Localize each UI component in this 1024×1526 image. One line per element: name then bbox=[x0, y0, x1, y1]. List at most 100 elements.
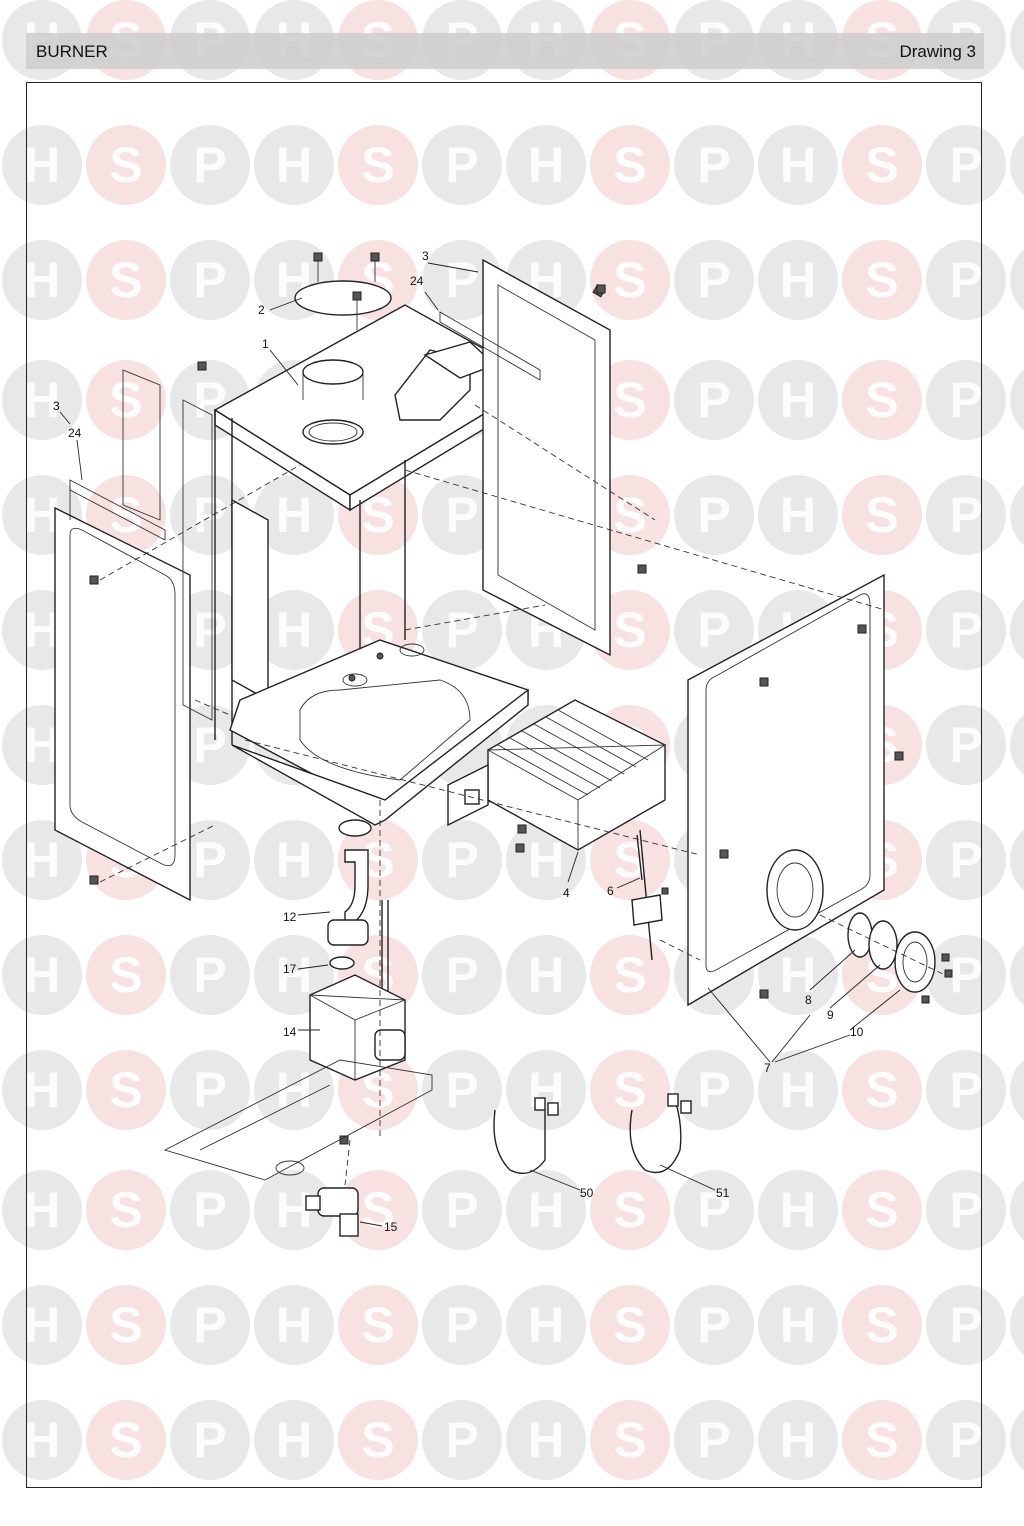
watermark-letter: H bbox=[24, 717, 60, 773]
watermark-circle bbox=[1010, 1294, 1024, 1356]
watermark-circle bbox=[926, 360, 1006, 440]
watermark-letter: P bbox=[445, 947, 478, 1003]
watermark-letter: P bbox=[697, 1062, 730, 1118]
watermark-circle bbox=[254, 125, 334, 205]
watermark-letter: P bbox=[193, 1182, 226, 1238]
callout-12: 12 bbox=[283, 910, 297, 924]
watermark-circle bbox=[86, 1170, 166, 1250]
watermark-letter: S bbox=[109, 252, 142, 308]
callout-labels: 2 1 3 24 3 24 4 6 12 17 14 15 8 9 10 7 5… bbox=[53, 249, 864, 1234]
header-bar: BURNER Drawing 3 bbox=[26, 33, 984, 69]
watermark-letter: H bbox=[780, 1297, 816, 1353]
watermark-circle bbox=[170, 935, 250, 1015]
part-gas-cock bbox=[305, 1187, 359, 1237]
watermark-circle bbox=[926, 590, 1006, 670]
watermark-letter: H bbox=[24, 487, 60, 543]
watermark-circle bbox=[1010, 1059, 1024, 1121]
watermark-circle bbox=[842, 1050, 922, 1130]
watermark-circle bbox=[86, 1050, 166, 1130]
watermark-letter: S bbox=[613, 947, 646, 1003]
watermark-circle bbox=[842, 125, 922, 205]
watermark-letter: H bbox=[24, 947, 60, 1003]
watermark-letter: H bbox=[24, 1297, 60, 1353]
watermark-circle bbox=[1010, 9, 1024, 71]
watermark-letter: P bbox=[193, 137, 226, 193]
watermark-circle bbox=[1010, 369, 1024, 431]
watermark-letter: P bbox=[445, 487, 478, 543]
callout-2: 2 bbox=[258, 303, 265, 317]
watermark-letter: H bbox=[24, 1062, 60, 1118]
watermark-letter: S bbox=[613, 252, 646, 308]
watermark-circle bbox=[758, 360, 838, 440]
watermark-letter: H bbox=[528, 1412, 564, 1468]
watermark-circle bbox=[254, 475, 334, 555]
watermark-letter: P bbox=[697, 487, 730, 543]
watermark-letter: P bbox=[949, 1062, 982, 1118]
watermark-circle bbox=[758, 1285, 838, 1365]
watermark-circle bbox=[506, 1400, 586, 1480]
part-left-side-panel bbox=[54, 361, 213, 902]
watermark-letter: H bbox=[780, 1412, 816, 1468]
watermark-letter: H bbox=[780, 1062, 816, 1118]
part-burner bbox=[447, 699, 667, 853]
watermark-circle bbox=[86, 1285, 166, 1365]
watermark-circle bbox=[254, 1400, 334, 1480]
watermark-circle bbox=[86, 240, 166, 320]
watermark-letter: P bbox=[949, 717, 982, 773]
watermark-circle bbox=[254, 1285, 334, 1365]
watermark-letter: P bbox=[949, 832, 982, 888]
watermark-letter: H bbox=[276, 947, 312, 1003]
watermark-circle bbox=[674, 360, 754, 440]
part-gas-pipe bbox=[327, 819, 389, 995]
watermark-circle bbox=[338, 125, 418, 205]
callout-6: 6 bbox=[607, 884, 614, 898]
watermark-circle bbox=[674, 590, 754, 670]
watermark-letter: H bbox=[276, 137, 312, 193]
watermark-circle bbox=[338, 1400, 418, 1480]
watermark-letter: S bbox=[865, 1412, 898, 1468]
part-electrode bbox=[631, 829, 669, 961]
watermark-letter: P bbox=[949, 252, 982, 308]
watermark-circle bbox=[422, 475, 502, 555]
watermark-letter: H bbox=[24, 1412, 60, 1468]
watermark-letter: H bbox=[24, 137, 60, 193]
watermark-letter: S bbox=[865, 252, 898, 308]
watermark-letter: H bbox=[780, 1182, 816, 1238]
watermark-circle bbox=[170, 1170, 250, 1250]
watermark-circle bbox=[674, 125, 754, 205]
watermark-circle bbox=[254, 590, 334, 670]
watermark-circle bbox=[422, 1050, 502, 1130]
watermark-circle bbox=[1010, 134, 1024, 196]
watermark-circle bbox=[590, 240, 670, 320]
watermark-circle bbox=[506, 1050, 586, 1130]
watermark-circle bbox=[2, 935, 82, 1015]
part-inspection-window bbox=[847, 912, 953, 1004]
watermark-letter: S bbox=[613, 137, 646, 193]
watermark-letter: S bbox=[361, 1412, 394, 1468]
callout-1: 1 bbox=[262, 337, 269, 351]
watermark-circle bbox=[1010, 484, 1024, 546]
callout-51: 51 bbox=[716, 1186, 730, 1200]
watermark-circle bbox=[1010, 714, 1024, 776]
watermark-letter: H bbox=[528, 1182, 564, 1238]
watermark-circle bbox=[86, 935, 166, 1015]
watermark-letter: P bbox=[445, 602, 478, 658]
watermark-letter: S bbox=[613, 372, 646, 428]
watermark-letter: S bbox=[109, 1412, 142, 1468]
watermark-letter: S bbox=[613, 1062, 646, 1118]
watermark-circle bbox=[842, 240, 922, 320]
watermark-letter: P bbox=[445, 1062, 478, 1118]
callout-7: 7 bbox=[764, 1061, 771, 1075]
watermark-letter: P bbox=[697, 252, 730, 308]
watermark-letter: S bbox=[361, 1182, 394, 1238]
watermark-letter: P bbox=[697, 602, 730, 658]
watermark-circle bbox=[1010, 1179, 1024, 1241]
watermark-circle bbox=[674, 240, 754, 320]
watermark-letter: S bbox=[361, 137, 394, 193]
watermark-letter: P bbox=[697, 1182, 730, 1238]
watermark-circle bbox=[590, 820, 670, 900]
watermark-letter: S bbox=[361, 1297, 394, 1353]
watermark-circle bbox=[590, 1285, 670, 1365]
watermark-letter: P bbox=[697, 372, 730, 428]
